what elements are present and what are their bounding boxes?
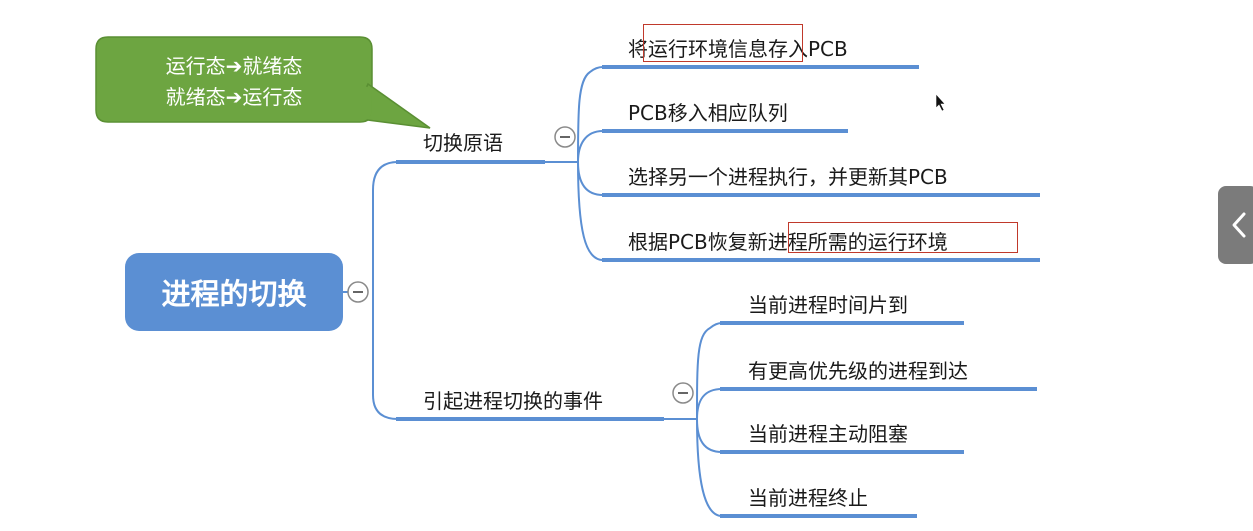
branch-switch-primitive[interactable]: 切换原语 <box>423 131 503 155</box>
connector-b1-leaves <box>545 66 604 261</box>
cursor-icon <box>935 93 946 112</box>
highlight-box-save-env <box>643 24 803 62</box>
leaf-select-process[interactable]: 选择另一个进程执行，并更新其PCB <box>628 165 948 189</box>
leaf-time-slice[interactable]: 当前进程时间片到 <box>748 293 908 317</box>
branch-switch-events[interactable]: 引起进程切换的事件 <box>423 389 603 413</box>
connector-root-branch1 <box>343 161 399 293</box>
root-node[interactable]: 进程的切换 <box>125 253 343 331</box>
leaf-save-env[interactable]: 将运行环境信息存入PCB <box>628 37 848 61</box>
chevron-left-icon <box>1232 212 1246 238</box>
leaf-pcb-move-queue[interactable]: PCB移入相应队列 <box>628 101 788 125</box>
leaf-active-block[interactable]: 当前进程主动阻塞 <box>748 422 908 446</box>
root-collapse-icon[interactable] <box>347 281 369 303</box>
highlight-box-restore-env <box>788 222 1018 253</box>
leaf-restore-env[interactable]: 根据PCB恢复新进程所需的运行环境 <box>628 230 948 254</box>
branch2-collapse-icon[interactable] <box>672 382 694 404</box>
callout-line-1: 运行态➔就绪态 <box>165 54 303 78</box>
connector-root-branch2 <box>371 292 399 420</box>
leaf-higher-priority[interactable]: 有更高优先级的进程到达 <box>748 359 968 383</box>
connector-b2-leaves <box>664 322 723 517</box>
branch1-collapse-icon[interactable] <box>554 126 576 148</box>
callout-line-2: 就绪态➔运行态 <box>165 85 303 109</box>
leaf-process-terminate[interactable]: 当前进程终止 <box>748 486 868 510</box>
